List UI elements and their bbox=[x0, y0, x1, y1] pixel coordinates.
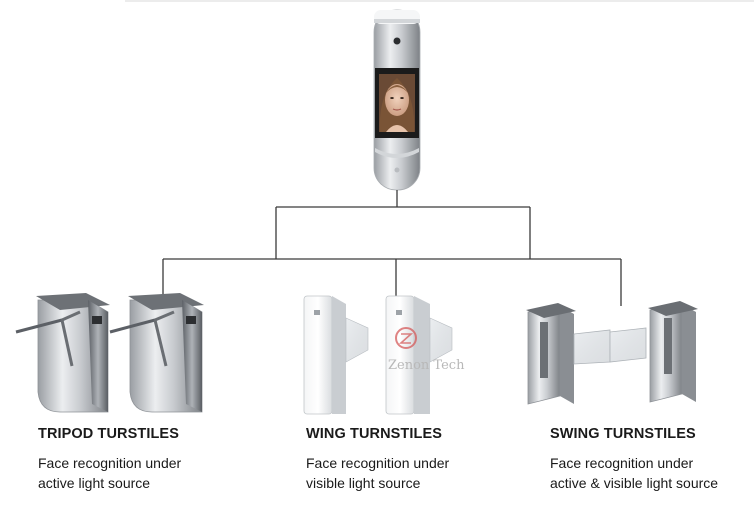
wing-title: WING TURNSTILES bbox=[306, 426, 443, 442]
tripod-description-line-1: Face recognition under bbox=[38, 455, 182, 471]
face-photo-icon bbox=[379, 78, 415, 132]
face-recognition-terminal bbox=[373, 9, 421, 191]
swing-caption: SWING TURNSTILES Face recognition under … bbox=[550, 426, 718, 493]
wing-turnstile-illustration: Zenon Tech bbox=[303, 295, 465, 415]
tripod-description-line-2: active light source bbox=[38, 475, 151, 491]
wing-caption: WING TURNSTILES Face recognition under v… bbox=[306, 426, 449, 493]
camera-icon bbox=[393, 37, 401, 45]
swing-title: SWING TURNSTILES bbox=[550, 426, 696, 442]
swing-turnstile-illustration bbox=[526, 301, 698, 405]
tripod-title: TRIPOD TURSTILES bbox=[38, 426, 179, 442]
tripod-caption: TRIPOD TURSTILES Face recognition under … bbox=[38, 426, 181, 493]
swing-description-line-1: Face recognition under bbox=[550, 455, 694, 471]
tripod-turnstile-illustration bbox=[15, 293, 204, 413]
wing-description-line-2: visible light source bbox=[306, 475, 421, 491]
watermark-text: Zenon Tech bbox=[388, 358, 465, 373]
swing-description-line-2: active & visible light source bbox=[550, 475, 719, 491]
wing-description-line-1: Face recognition under bbox=[306, 455, 450, 471]
watermark-logo bbox=[395, 327, 417, 349]
connector-lines bbox=[162, 190, 622, 306]
